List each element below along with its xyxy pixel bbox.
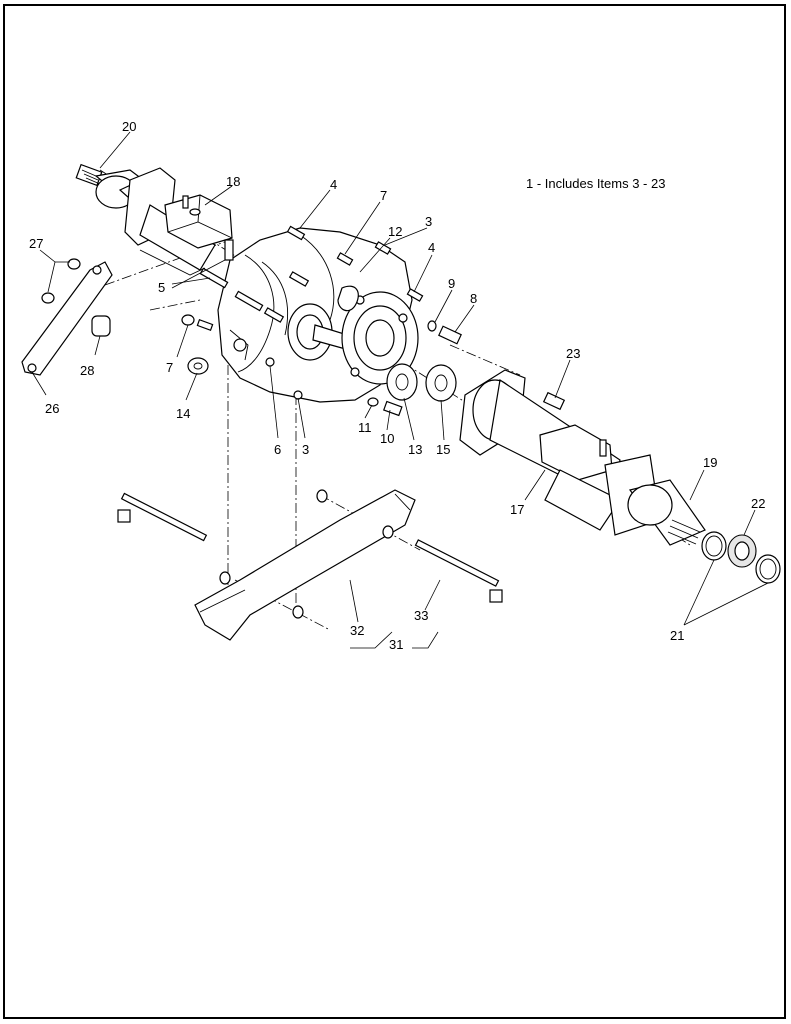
callout-labels: 20 18 4 7 12 3 4 9 8 27 5 7 28 26 14 6 3…	[29, 119, 765, 652]
callout-28: 28	[80, 363, 94, 378]
callout-8: 8	[470, 291, 477, 306]
callout-18: 18	[226, 174, 240, 189]
callout-32: 32	[350, 623, 364, 638]
callout-13: 13	[408, 442, 422, 457]
leader-lines	[31, 131, 769, 649]
callout-7-upper: 7	[380, 188, 387, 203]
right-axle-tube	[459, 369, 661, 536]
page-border	[3, 4, 786, 1019]
callout-22: 22	[751, 496, 765, 511]
callout-19: 19	[703, 455, 717, 470]
callout-20: 20	[122, 119, 136, 134]
includes-note: 1 - Includes Items 3 - 23	[526, 176, 665, 191]
bolt-washer-upper	[427, 320, 462, 345]
callout-12: 12	[388, 224, 402, 239]
right-axle-shaft	[627, 479, 706, 546]
callout-31: 31	[389, 637, 403, 652]
callout-14: 14	[176, 406, 190, 421]
callout-26: 26	[45, 401, 59, 416]
callout-4-upper: 4	[330, 177, 337, 192]
callout-17: 17	[510, 502, 524, 517]
long-bolts	[117, 492, 503, 603]
callout-9: 9	[448, 276, 455, 291]
callout-3-lower: 3	[302, 442, 309, 457]
left-mount-bracket	[164, 194, 233, 249]
callout-7-lower: 7	[166, 360, 173, 375]
transaxle-housing	[217, 227, 419, 403]
callout-10: 10	[380, 431, 394, 446]
callout-27: 27	[29, 236, 43, 251]
callout-4-right: 4	[428, 240, 435, 255]
callout-33: 33	[414, 608, 428, 623]
callout-15: 15	[436, 442, 450, 457]
callout-6: 6	[274, 442, 281, 457]
housing-studs	[199, 225, 424, 323]
callout-3-upper: 3	[425, 214, 432, 229]
callout-23: 23	[566, 346, 580, 361]
callout-21: 21	[670, 628, 684, 643]
left-washers	[181, 314, 214, 375]
callout-5: 5	[158, 280, 165, 295]
skid-plate	[194, 489, 416, 641]
right-rings	[701, 531, 781, 584]
callout-11: 11	[358, 420, 372, 435]
left-link-arm	[21, 258, 113, 376]
bearing-seal-stack	[367, 363, 457, 417]
